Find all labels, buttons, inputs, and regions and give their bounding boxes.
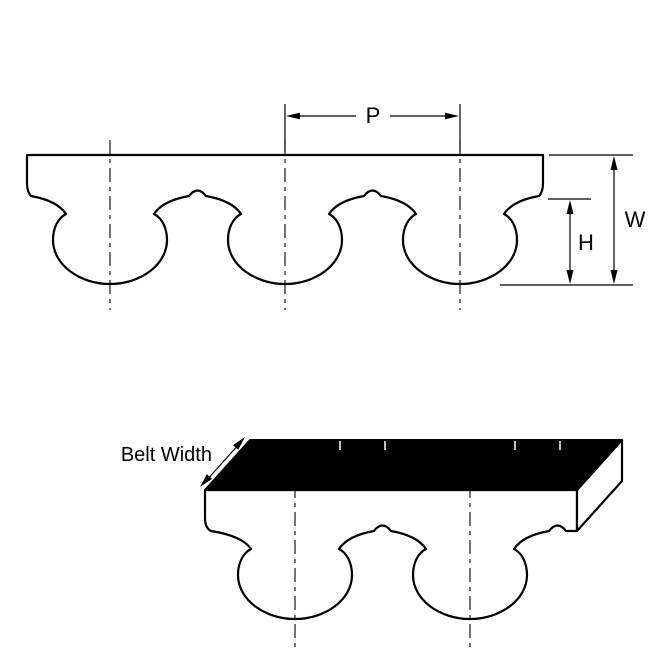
belt-front-face [203, 488, 579, 621]
belt-width-label: Belt Width [121, 444, 212, 466]
pitch-arrow-left-icon [286, 112, 300, 120]
belt-top-surface [204, 439, 623, 491]
isometric-view: Belt Width [121, 437, 624, 652]
belt-width-annotation: Belt Width [121, 437, 245, 487]
thickness-arrow-bottom-icon [610, 270, 618, 284]
pitch-dimension: P [284, 103, 461, 152]
thickness-dimension: W [500, 154, 646, 286]
thickness-arrow-top-icon [610, 156, 618, 170]
belt-width-arrow-line [204, 442, 241, 483]
tooth-height-label: H [578, 230, 594, 255]
thickness-label: W [625, 207, 646, 232]
tooth-height-arrow-top-icon [566, 200, 574, 214]
belt-width-arrow-lower-icon [200, 474, 212, 487]
pitch-label: P [366, 103, 381, 128]
belt-width-arrow-upper-icon [233, 437, 245, 450]
tooth-height-arrow-bottom-icon [566, 270, 574, 284]
pitch-arrow-right-icon [445, 112, 459, 120]
tooth-height-dimension: H [548, 198, 594, 284]
profile-view: P W H [25, 103, 646, 310]
